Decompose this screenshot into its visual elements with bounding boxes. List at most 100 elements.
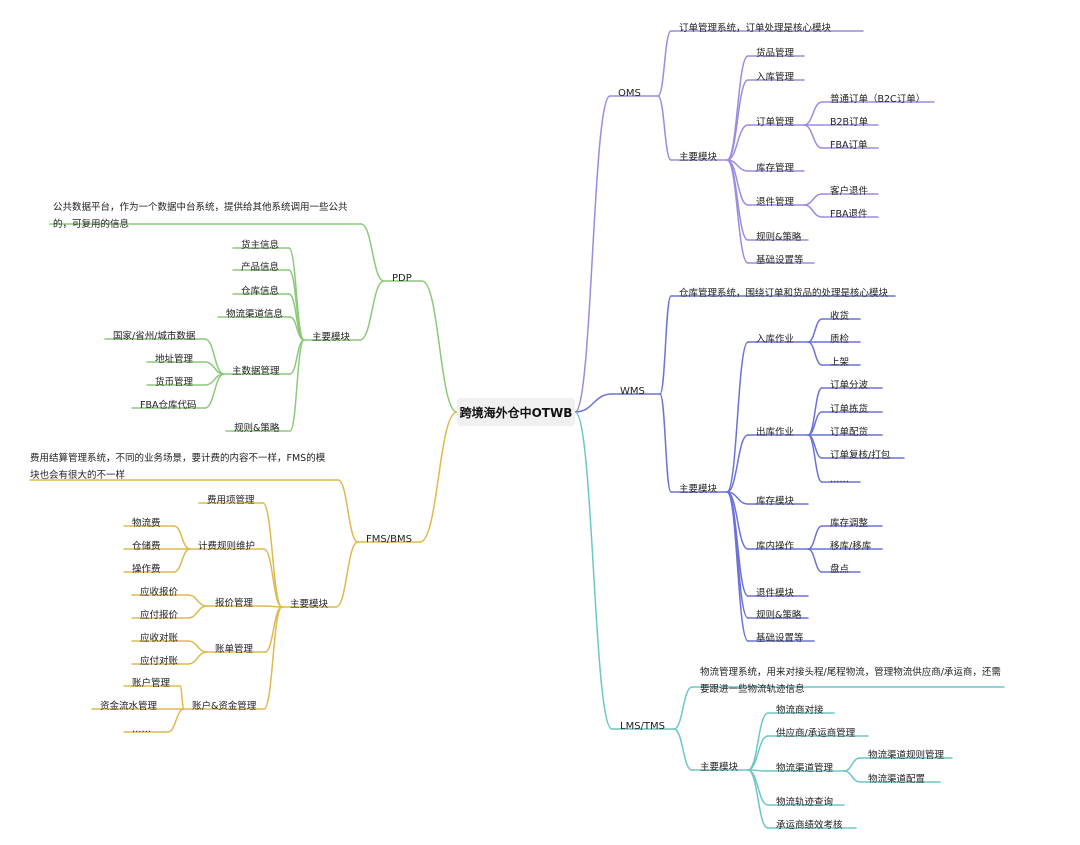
branch-node-pdp[interactable]: PDP: [392, 273, 412, 284]
mind-map-node[interactable]: 规则&策略: [234, 423, 280, 434]
mind-map-node[interactable]: 应收报价: [140, 587, 179, 598]
mind-map-node[interactable]: 基础设置等: [756, 255, 804, 266]
mind-map-node[interactable]: ……: [132, 724, 151, 735]
mind-map-node[interactable]: 物流费: [132, 518, 161, 529]
connector-4-1-0: [262, 502, 283, 608]
connector-0-1-1: [726, 79, 749, 161]
mind-map-node[interactable]: 上架: [830, 357, 850, 368]
mind-map-node[interactable]: 地址管理: [155, 354, 194, 365]
mind-map-node[interactable]: 质检: [830, 334, 850, 345]
mind-map-node[interactable]: ……: [830, 474, 849, 485]
mind-map-node[interactable]: 货币管理: [155, 377, 194, 388]
connector-2-0: [673, 686, 693, 730]
mind-map-node[interactable]: 规则&策略: [756, 610, 802, 621]
mind-map-node[interactable]: 物流管理系统，用来对接头程/尾程物流，管理物流供应商/承运商，还需要跟进一些物流…: [700, 667, 1001, 695]
mind-map-node[interactable]: 计费规则维护: [198, 541, 256, 552]
connector-4-1-4-2: [167, 708, 185, 733]
mind-map-node[interactable]: FBA订单: [830, 140, 868, 151]
mind-map-node[interactable]: 承运商绩效考核: [776, 820, 843, 831]
mind-map-node[interactable]: 物流渠道管理: [776, 763, 834, 774]
mind-map-node[interactable]: 货品管理: [756, 48, 795, 59]
mind-map-node[interactable]: 收货: [830, 311, 850, 322]
mind-map-node[interactable]: 库存模块: [756, 496, 795, 507]
mind-map-node[interactable]: 供应商/承运商管理: [776, 728, 856, 739]
mind-map-node[interactable]: 仓储费: [132, 541, 161, 552]
mind-map-node[interactable]: FBA退件: [830, 209, 868, 220]
connector-1-0: [659, 295, 672, 395]
root-node[interactable]: 跨境海外仓中OTWB: [457, 398, 575, 426]
mind-map-node[interactable]: 主要模块: [679, 484, 718, 495]
mind-map-node[interactable]: 入库作业: [756, 334, 795, 345]
mind-map-node[interactable]: 库存调整: [830, 518, 869, 529]
mind-map-node[interactable]: 订单分波: [830, 380, 869, 391]
mind-map-node[interactable]: 库存管理: [756, 163, 795, 174]
mind-map-node[interactable]: B2B订单: [830, 117, 869, 128]
mind-map-node[interactable]: 仓库信息: [241, 286, 280, 297]
mind-map-node[interactable]: 国家/省州/城市数据: [113, 331, 196, 342]
connector-1-1-3-2: [807, 548, 823, 573]
mind-map-node[interactable]: 账户&资金管理: [192, 701, 257, 712]
mind-map-node[interactable]: 仓库管理系统，围绕订单和货品的处理是核心模块: [679, 288, 889, 299]
connector-3-1-1: [288, 269, 305, 341]
connector-3-0: [360, 223, 385, 282]
mind-map-node[interactable]: 退件管理: [756, 197, 795, 208]
mind-map-node[interactable]: 库内操作: [756, 541, 795, 552]
mind-map-node[interactable]: 物流商对接: [776, 705, 824, 716]
mind-map-node[interactable]: 报价管理: [215, 598, 254, 609]
mind-map-node[interactable]: 退件模块: [756, 588, 795, 599]
connector-1-1-3-0: [807, 525, 823, 550]
branch-node-fmsbms[interactable]: FMS/BMS: [366, 534, 412, 545]
mind-map-node[interactable]: 操作费: [132, 564, 161, 575]
connector-4-1-1-0: [173, 525, 191, 550]
connector-4-1-3-0: [187, 640, 208, 653]
mind-map-node[interactable]: 订单拣货: [830, 404, 869, 415]
mind-map-node[interactable]: 订单复核/打包: [830, 450, 891, 461]
mind-map-node[interactable]: 物流渠道信息: [226, 309, 284, 320]
connector-4-1-2-0: [187, 594, 208, 607]
mind-map-node[interactable]: 公共数据平台，作为一个数据中台系统，提供给其他系统调用一些公共的，可复用的信息: [53, 202, 348, 230]
connector-1-1-1-4: [807, 434, 823, 483]
mind-map-node[interactable]: 盘点: [830, 564, 850, 575]
connector-0-1-2-2: [803, 124, 823, 149]
mind-map-node[interactable]: 入库管理: [756, 72, 795, 83]
mind-map-node[interactable]: 物流渠道配置: [868, 774, 926, 785]
connector-0-1-6: [726, 159, 749, 264]
mind-map-node[interactable]: 应付报价: [140, 610, 179, 621]
mind-map-node[interactable]: 应付对账: [140, 656, 179, 667]
mind-map-node[interactable]: 主数据管理: [232, 366, 280, 377]
branch-node-lmstms[interactable]: LMS/TMS: [620, 721, 665, 732]
mind-map-node[interactable]: 主要模块: [312, 332, 351, 343]
branch-node-wms[interactable]: WMS: [620, 386, 645, 397]
mind-map-node[interactable]: 费用结算管理系统，不同的业务场景，要计费的内容不一样，FMS的模块也会有很大的不…: [30, 453, 326, 481]
mind-map-node[interactable]: 订单配货: [830, 427, 869, 438]
connector-4-0: [337, 479, 359, 543]
mind-map-node[interactable]: 规则&策略: [756, 232, 802, 243]
mind-map-node[interactable]: 基础设置等: [756, 633, 804, 644]
mind-map-node[interactable]: 资金流水管理: [100, 701, 158, 712]
mind-map-node[interactable]: 普通订单（B2C订单）: [830, 94, 926, 105]
mind-map-node[interactable]: 主要模块: [679, 152, 718, 163]
mind-map-node[interactable]: 应收对账: [140, 633, 179, 644]
connector-2: [574, 411, 613, 730]
mind-map-node[interactable]: 账单管理: [215, 644, 254, 655]
branch-node-oms[interactable]: OMS: [618, 88, 641, 99]
mind-map-node[interactable]: 产品信息: [241, 262, 280, 273]
mind-map-node[interactable]: 出库作业: [756, 427, 795, 438]
mind-map-node[interactable]: 客户退件: [830, 186, 869, 197]
connector-2-1-1: [747, 735, 769, 771]
mind-map-node[interactable]: 主要模块: [700, 762, 739, 773]
connector-4: [419, 411, 458, 543]
connector-2-1-4: [747, 769, 769, 829]
mind-map-node[interactable]: 货主信息: [241, 240, 280, 251]
mind-map-node[interactable]: FBA仓库代码: [140, 400, 197, 411]
mind-map-node[interactable]: 移库/移库: [830, 541, 872, 552]
mind-map-node[interactable]: 订单管理系统，订单处理是核心模块: [679, 23, 832, 34]
mind-map-node[interactable]: 物流渠道规则管理: [868, 750, 945, 761]
connector-0-1-2: [726, 124, 749, 161]
mind-map-node[interactable]: 主要模块: [290, 599, 329, 610]
mind-map-node[interactable]: 账户管理: [132, 678, 171, 689]
mind-map-node[interactable]: 物流轨迹查询: [776, 797, 834, 808]
mind-map-node[interactable]: 费用项管理: [207, 495, 255, 506]
mind-map-node[interactable]: 订单管理: [756, 117, 795, 128]
